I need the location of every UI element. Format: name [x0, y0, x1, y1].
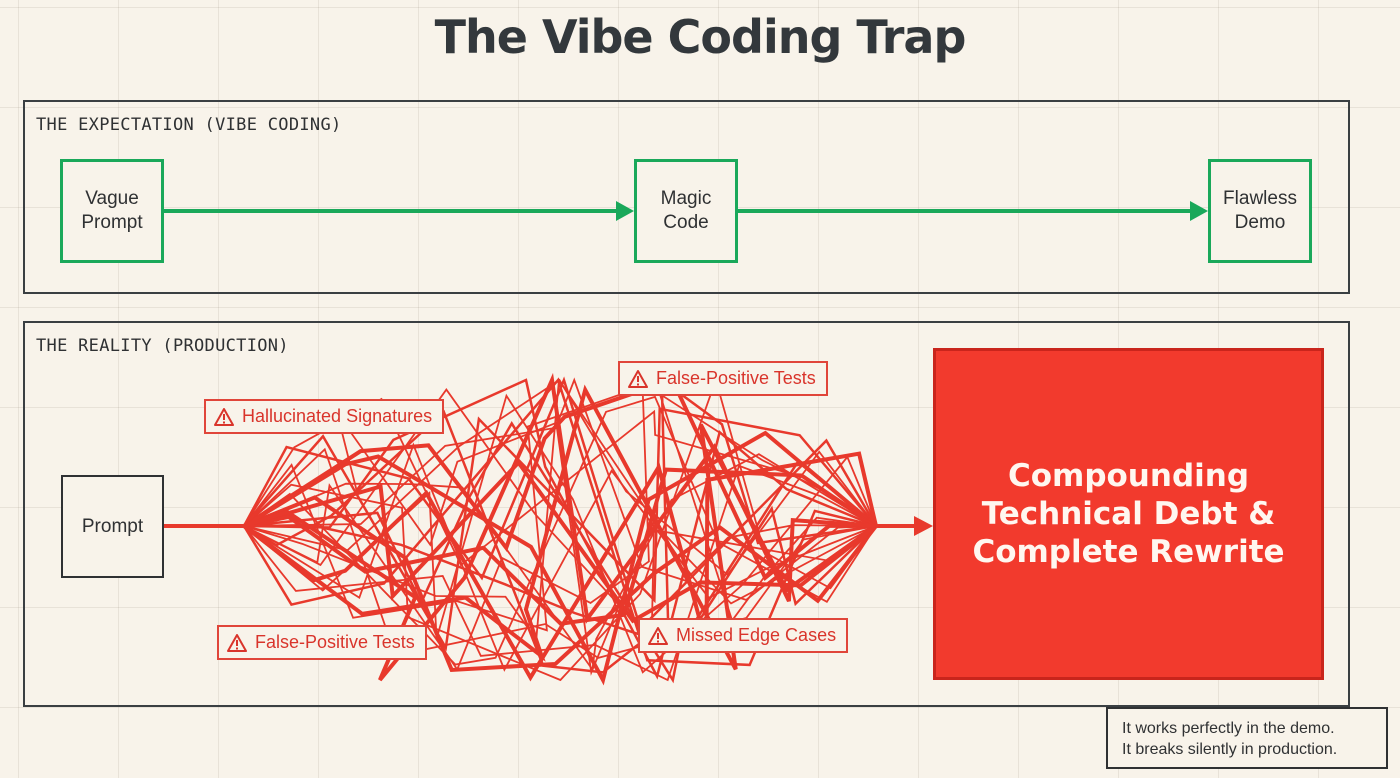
caption-line-demo: It works perfectly in the demo. — [1122, 720, 1335, 737]
tangle-path — [243, 372, 877, 682]
tangle-path — [243, 381, 877, 632]
tangle-path — [242, 377, 877, 667]
reality-label: THE REALITY (PRODUCTION) — [36, 336, 289, 356]
node-vague-prompt: Vague Prompt — [60, 159, 164, 263]
warning-triangle-icon — [648, 626, 668, 646]
tangle-path — [243, 378, 877, 577]
warning-text: Hallucinated Signatures — [242, 406, 433, 426]
warning-text: False-Positive Tests — [656, 368, 816, 388]
tangle-path — [242, 451, 878, 682]
node-prompt: Prompt — [61, 475, 164, 578]
warning-text: False-Positive Tests — [255, 632, 415, 652]
tangle-path — [243, 381, 877, 672]
tangle-path — [243, 495, 878, 673]
tangle-path — [242, 376, 878, 632]
warning-hallucinated-signatures: Hallucinated Signatures — [204, 399, 445, 434]
reality-tangle — [242, 372, 878, 686]
expectation-panel: THE EXPECTATION (VIBE CODING) — [23, 100, 1350, 294]
tangle-path — [243, 505, 877, 650]
tangle-path — [243, 467, 878, 626]
expectation-label: THE EXPECTATION (VIBE CODING) — [36, 115, 342, 135]
tangle-path — [243, 377, 877, 642]
warning-false-positive-tests-top: False-Positive Tests — [618, 361, 828, 396]
tangle-path — [243, 464, 877, 682]
warning-triangle-icon — [227, 633, 247, 653]
warning-text: Missed Edge Cases — [676, 625, 837, 645]
reality-arrows — [164, 516, 933, 536]
tangle-path — [243, 407, 877, 652]
technical-debt-box: Compounding Technical Debt & Complete Re… — [933, 348, 1324, 680]
technical-debt-text: Compounding Technical Debt & Complete Re… — [972, 458, 1285, 570]
arrowhead-debt — [914, 516, 933, 536]
warning-false-positive-tests-bottom: False-Positive Tests — [217, 625, 427, 660]
reality-panel: THE REALITY (PRODUCTION) — [23, 321, 1350, 707]
node-flawless-demo: Flawless Demo — [1208, 159, 1312, 263]
arrowhead-demo — [1190, 201, 1208, 221]
warning-missed-edge-cases: Missed Edge Cases — [638, 618, 849, 653]
arrowhead-code — [616, 201, 634, 221]
caption-box: It works perfectly in the demo. It break… — [1106, 707, 1388, 769]
node-magic-code: Magic Code — [634, 159, 738, 263]
warning-triangle-icon — [214, 407, 234, 427]
caption-line-production: It breaks silently in production. — [1122, 741, 1338, 758]
page-title: The Vibe Coding Trap — [434, 10, 967, 64]
tangle-path — [243, 447, 877, 659]
warning-triangle-icon — [628, 369, 648, 389]
expectation-arrows — [164, 201, 1208, 221]
